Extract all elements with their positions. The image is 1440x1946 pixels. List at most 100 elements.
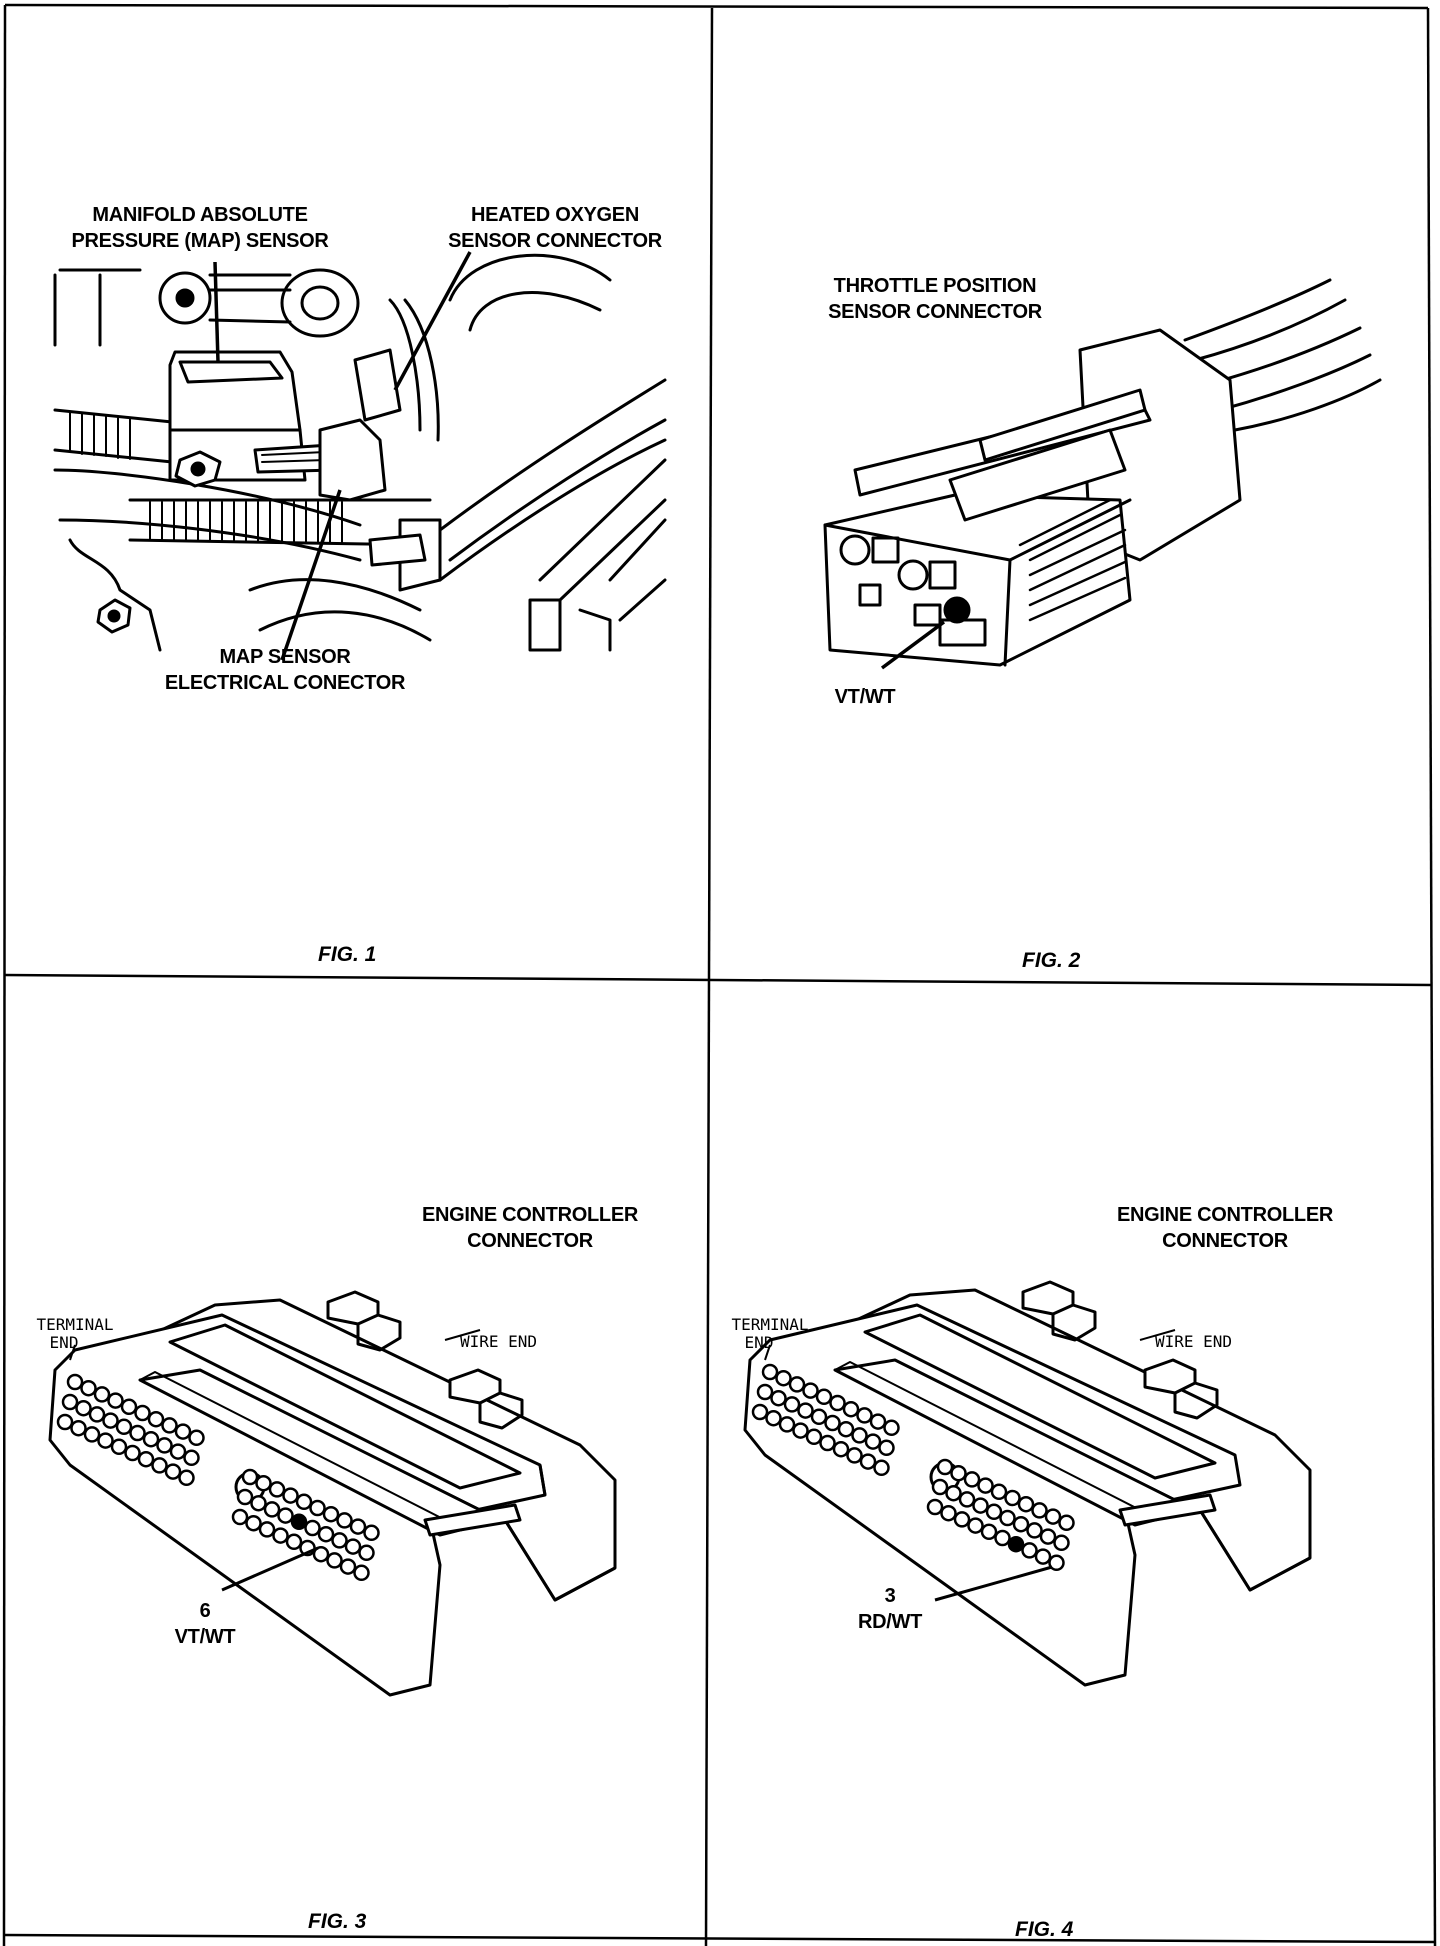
connector-pin	[137, 1450, 155, 1468]
connector-pin	[164, 1463, 182, 1480]
connector-pin	[97, 1432, 114, 1449]
connector-pin	[258, 1521, 276, 1538]
connector-pin	[756, 1383, 774, 1401]
fig2-wire-label: VT/WT	[834, 686, 896, 708]
connector-pin	[161, 1417, 178, 1434]
connector-pin	[1004, 1489, 1021, 1507]
connector-pin	[770, 1389, 787, 1407]
connector-pin	[926, 1498, 944, 1516]
connector-pin	[846, 1447, 863, 1464]
connector-pin	[859, 1453, 877, 1470]
connector-pin	[124, 1444, 141, 1462]
fig1-map-sensor-label-line2: PRESSURE (MAP) SENSOR	[71, 230, 329, 252]
fig3-terminal-end-line1: TERMINAL	[36, 1315, 114, 1334]
connector-pin	[869, 1413, 887, 1430]
fig1-leaders	[213, 251, 472, 661]
fig4-caption: FIG. 4	[1015, 1918, 1074, 1941]
connector-pin	[102, 1412, 119, 1429]
connector-pin	[88, 1406, 106, 1423]
connector-pin	[1021, 1542, 1038, 1559]
connector-pin	[120, 1398, 138, 1416]
connector-pin	[70, 1419, 87, 1437]
fig3-terminal-end-label: TERMINAL END	[25, 1316, 125, 1352]
fig4-title: ENGINE CONTROLLER CONNECTOR	[1090, 1202, 1360, 1254]
fig4-wire-end-label: WIRE END	[1155, 1332, 1233, 1351]
fig4-terminal-end-label: TERMINAL END	[720, 1316, 820, 1352]
fig4-terminal-end-line2: END	[744, 1333, 774, 1352]
connector-pin	[761, 1363, 779, 1381]
fig1-map-connector-label-line2: ELECTRICAL CONECTOR	[164, 672, 406, 694]
connector-pin	[980, 1523, 998, 1541]
connector-pin	[797, 1402, 814, 1419]
connector-pin	[353, 1564, 370, 1582]
connector-pin	[1053, 1534, 1070, 1552]
connector-pin	[312, 1545, 330, 1563]
connector-pin	[999, 1509, 1016, 1527]
connector-pin	[80, 1379, 97, 1397]
connector-pin	[994, 1529, 1011, 1547]
connector-pin	[61, 1393, 79, 1411]
connector-pin	[241, 1468, 259, 1486]
connector-pin	[277, 1507, 294, 1524]
connector-pin	[1026, 1522, 1043, 1539]
fig1-engine-illustration	[53, 253, 667, 652]
connector-pin	[953, 1511, 971, 1528]
fig4-wire-end-arrow	[1139, 1329, 1176, 1341]
connector-pin	[336, 1512, 353, 1529]
connector-pin	[183, 1449, 200, 1467]
connector-pin	[805, 1428, 823, 1446]
connector-pin	[250, 1494, 267, 1512]
connector-pin	[151, 1457, 168, 1474]
fig4-terminal-end-line1: TERMINAL	[731, 1315, 809, 1334]
connector-pin	[331, 1532, 348, 1549]
connector-pin	[231, 1508, 249, 1526]
connector-pin	[309, 1499, 326, 1517]
fig3-title-line2: CONNECTOR	[467, 1230, 593, 1252]
fig3-pin-callout: 6 VT/WT	[165, 1598, 245, 1650]
connector-pin	[188, 1429, 205, 1447]
connector-pin	[344, 1538, 362, 1555]
connector-pin	[829, 1394, 846, 1412]
fig1-map-connector-label: MAP SENSOR ELECTRICAL CONECTOR	[140, 644, 430, 696]
fig3-pin-array	[56, 1373, 380, 1582]
connector-pin	[851, 1427, 868, 1444]
connector-pin	[268, 1481, 286, 1498]
connector-pin	[1044, 1508, 1062, 1525]
fig4-pin-callout: 3 RD/WT	[850, 1583, 930, 1635]
connector-pin	[66, 1373, 84, 1391]
connector-pin	[783, 1396, 801, 1413]
fig3-title: ENGINE CONTROLLER CONNECTOR	[395, 1202, 665, 1254]
fig4-pin-array	[751, 1363, 1075, 1572]
fig1-caption: FIG. 1	[318, 943, 377, 966]
fig3-terminal-end-line2: END	[49, 1333, 79, 1352]
connector-pin	[810, 1408, 828, 1426]
connector-pin	[107, 1392, 124, 1409]
connector-pin	[1012, 1515, 1030, 1533]
connector-pin	[110, 1438, 128, 1456]
connector-pin	[837, 1420, 855, 1438]
connector-pin	[1034, 1548, 1052, 1565]
connector-pin	[169, 1443, 187, 1460]
connector-pin	[985, 1503, 1003, 1521]
fig2-title: THROTTLE POSITION SENSOR CONNECTOR	[800, 273, 1070, 325]
connector-pin	[765, 1409, 782, 1427]
connector-pin	[317, 1525, 335, 1543]
connector-pin	[75, 1399, 92, 1417]
fig3-terminal-end-arrow	[69, 1344, 76, 1361]
connector-pin	[142, 1430, 160, 1448]
connector-pin	[349, 1518, 367, 1535]
fig3-title-line1: ENGINE CONTROLLER	[421, 1204, 638, 1226]
connector-pin	[236, 1488, 254, 1506]
connector-pin	[93, 1386, 111, 1403]
connector-pin	[263, 1501, 281, 1518]
connector-pin	[1039, 1528, 1057, 1545]
fig4-pin-leader	[934, 1565, 1053, 1602]
fig4-title-line2: CONNECTOR	[1162, 1230, 1288, 1252]
connector-pin	[174, 1423, 192, 1440]
connector-pin	[815, 1388, 833, 1406]
fig3-engine-controller-connector	[48, 1290, 617, 1697]
connector-pin	[945, 1484, 962, 1502]
connector-pin	[322, 1505, 340, 1523]
connector-pin	[295, 1493, 313, 1511]
